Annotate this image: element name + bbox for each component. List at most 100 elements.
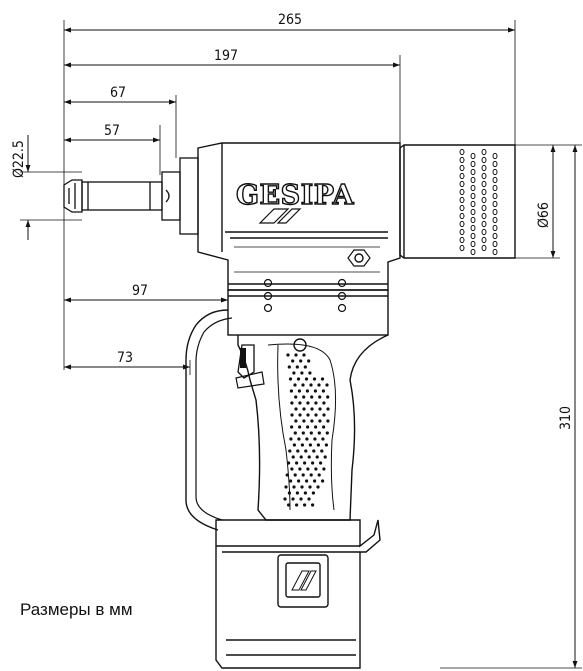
grip-dot (306, 425, 310, 429)
head-hole (459, 164, 465, 172)
head-hole (459, 148, 465, 156)
grip-dot (303, 365, 307, 369)
grip-dot (285, 473, 289, 477)
head-hole (459, 180, 465, 188)
head-hole (481, 164, 487, 172)
head-hole (459, 244, 465, 252)
grip-dot (317, 473, 321, 477)
grip-dot (300, 371, 304, 375)
grip-dot (292, 371, 296, 375)
head-hole (492, 168, 498, 176)
grip-dot (302, 353, 306, 357)
grip-dot (294, 353, 298, 357)
grip-dot (288, 377, 293, 381)
grip-dot (311, 461, 315, 465)
grip-dot (311, 503, 315, 507)
grip-dot (283, 497, 287, 501)
head-hole (492, 232, 498, 240)
grip-dot (302, 419, 306, 423)
grip-dot (287, 365, 291, 369)
grip-dot (290, 467, 294, 471)
tool-body (197, 142, 401, 291)
mid-block-holes (263, 278, 347, 313)
head-hole (470, 240, 476, 248)
head-hole (492, 240, 498, 248)
grip-dot (302, 407, 306, 411)
head-hole (481, 180, 487, 188)
grip-dot (321, 389, 325, 393)
head-hole (470, 200, 476, 208)
grip-dot (286, 353, 290, 357)
grip-dot (323, 455, 327, 459)
grip-dot (294, 395, 298, 399)
head-hole (459, 196, 465, 204)
grip-dot (294, 419, 298, 423)
dimension-lines (25, 27, 578, 668)
head-hole (492, 192, 498, 200)
grip-dot (290, 401, 294, 405)
grip-dot (298, 413, 302, 417)
grip-dot (306, 467, 310, 471)
grip-dot (308, 371, 312, 375)
grip-dot (298, 401, 302, 405)
grip-dot (289, 437, 293, 441)
grip-dot (287, 461, 291, 465)
grip-dot (313, 389, 317, 393)
grip-dot (288, 449, 292, 453)
grip-dot (318, 419, 322, 423)
grip-dot (293, 473, 297, 477)
grip-dot (312, 377, 317, 381)
grip-dot (318, 407, 322, 411)
head-hole (470, 160, 476, 168)
head-hole (470, 248, 476, 256)
grip-dot (297, 479, 301, 483)
grip-dot (318, 395, 322, 399)
grip-dot (307, 497, 311, 501)
head-hole (470, 232, 476, 240)
grip-dot (303, 461, 307, 465)
grip-dot (295, 365, 299, 369)
dim-label-73: 73 (117, 350, 133, 366)
grip-dot (300, 485, 304, 489)
cylinder-head (399, 144, 516, 259)
grip-dot (308, 443, 312, 447)
grip-dot (304, 377, 309, 381)
grip-dot (314, 413, 318, 417)
units-caption: Размеры в мм (20, 600, 133, 619)
grip-dot (290, 413, 294, 417)
grip-dot (299, 497, 303, 501)
grip-dot (313, 437, 317, 441)
dim-label-67: 67 (110, 85, 126, 101)
head-hole (459, 236, 465, 244)
head-hole (459, 204, 465, 212)
head-hole (481, 172, 487, 180)
grip-dot (299, 359, 303, 363)
battery-pack (215, 519, 381, 669)
grip-dot (325, 383, 329, 387)
head-hole (492, 176, 498, 184)
grip-dot (311, 491, 315, 495)
grip-dot (299, 455, 303, 459)
head-hole (459, 172, 465, 180)
head-hole (459, 188, 465, 196)
grip-dot (322, 401, 326, 405)
grip-dot (305, 389, 309, 393)
head-hole (492, 200, 498, 208)
grip-dot (287, 491, 291, 495)
grip-dot (317, 383, 321, 387)
head-hole (470, 208, 476, 216)
extension-lines (20, 20, 582, 669)
dim-label-57: 57 (104, 123, 120, 139)
pistol-grip (185, 309, 389, 531)
grip-dot (322, 467, 326, 471)
grip-dot (305, 437, 309, 441)
head-hole (481, 196, 487, 204)
grip-dot (326, 395, 330, 399)
head-hole (470, 184, 476, 192)
grip-dot (303, 491, 307, 495)
grip-dot (314, 425, 318, 429)
head-hole (481, 188, 487, 196)
head-hole (481, 148, 487, 156)
grip-dot (292, 485, 296, 489)
